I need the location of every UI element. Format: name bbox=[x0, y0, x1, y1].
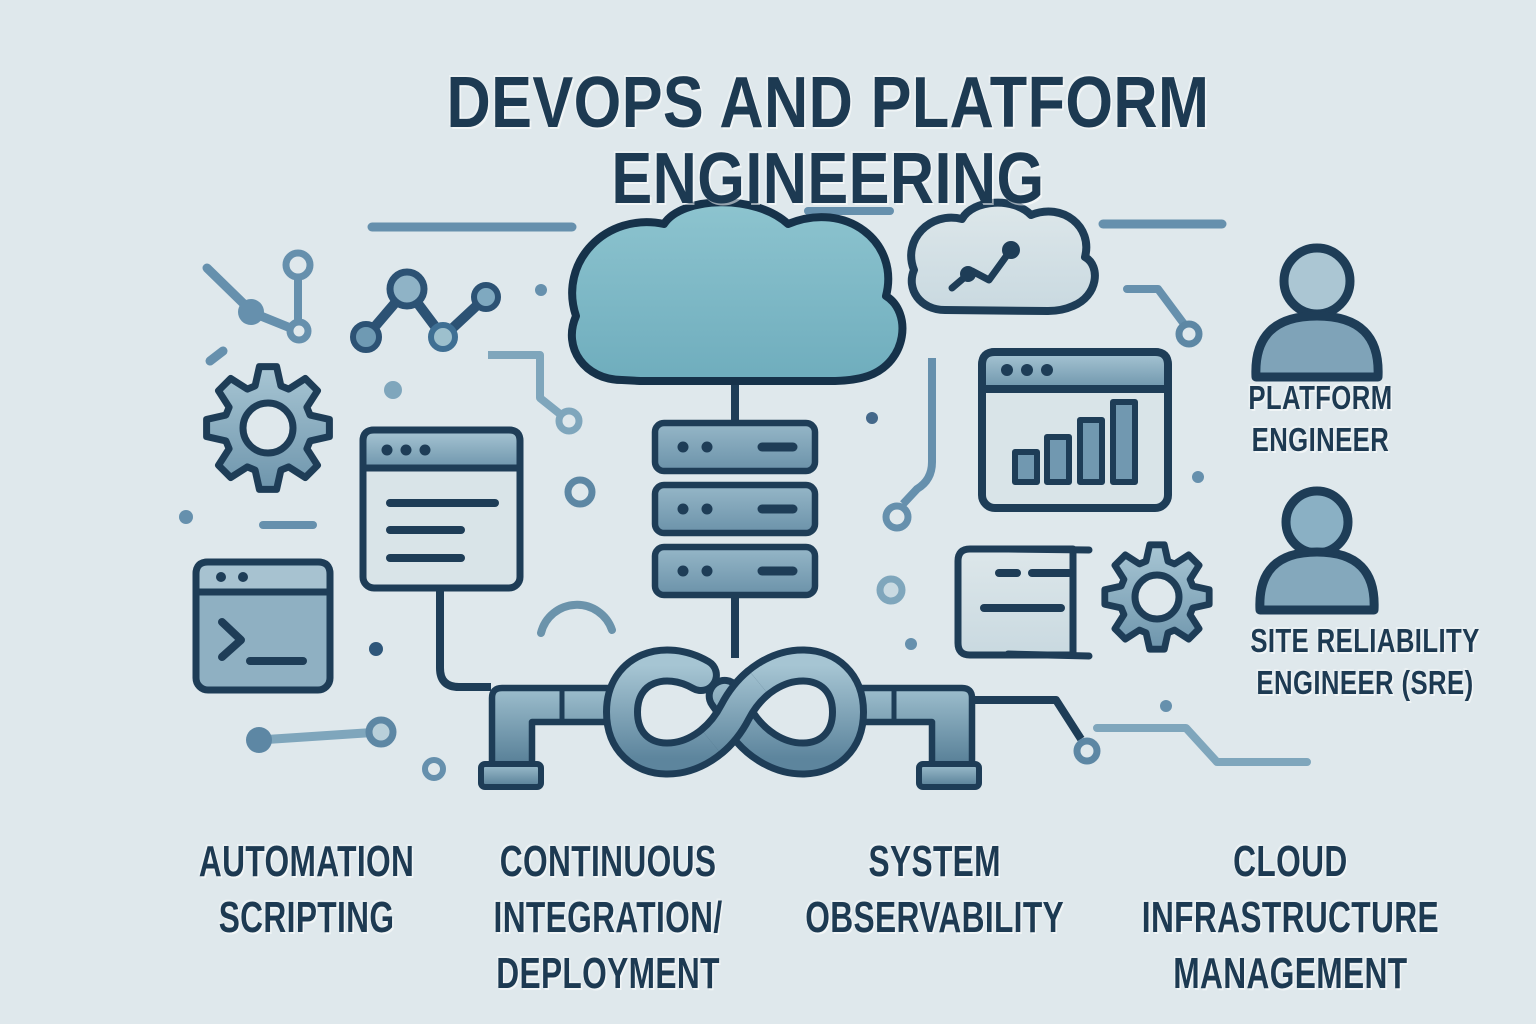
window-dot bbox=[400, 444, 412, 456]
circuit-trace bbox=[866, 358, 936, 650]
window-dot bbox=[1041, 364, 1053, 376]
ring-deco bbox=[564, 476, 596, 508]
arc-deco bbox=[537, 600, 616, 637]
page-title: DEVOPS AND PLATFORM ENGINEERING bbox=[446, 63, 1210, 219]
dash-deco bbox=[205, 346, 228, 366]
circuit-trace bbox=[488, 351, 583, 435]
category-label-automation-scripting: AUTOMATION SCRIPTING bbox=[199, 837, 415, 942]
trend-nodes-icon bbox=[350, 268, 501, 353]
cloud-icon bbox=[567, 198, 907, 385]
gear-icon bbox=[207, 367, 330, 490]
dot-deco bbox=[384, 381, 402, 399]
prompt-icon bbox=[218, 618, 307, 665]
person-platform-icon bbox=[1251, 243, 1383, 382]
node-connector-icon bbox=[246, 716, 397, 753]
analytics-window-icon bbox=[978, 348, 1172, 512]
window-dot bbox=[238, 572, 248, 582]
window-dot bbox=[419, 444, 431, 456]
pipe-icon bbox=[852, 684, 982, 790]
dot-deco bbox=[369, 642, 383, 656]
person-sre-icon bbox=[1255, 486, 1379, 615]
document-window-icon bbox=[359, 426, 524, 691]
circuit-trace bbox=[972, 696, 1311, 766]
window-dot bbox=[1001, 364, 1013, 376]
note-icon bbox=[954, 545, 1093, 660]
commit-graph-icon bbox=[202, 249, 314, 344]
role-label-platform-engineer: PLATFORM ENGINEER bbox=[1247, 379, 1393, 458]
circuit-trace bbox=[1123, 285, 1203, 348]
dot-deco bbox=[179, 510, 193, 524]
category-label-ci-cd: CONTINUOUS INTEGRATION/ DEPLOYMENT bbox=[493, 837, 723, 998]
category-label-cloud-infrastructure: CLOUD INFRASTRUCTURE MANAGEMENT bbox=[1141, 837, 1439, 998]
window-dot bbox=[216, 572, 226, 582]
devops-infinity-icon bbox=[602, 646, 868, 778]
ring-deco bbox=[422, 757, 446, 781]
pipe-icon bbox=[478, 684, 618, 790]
monitoring-cloud-icon bbox=[907, 198, 1099, 315]
window-dot bbox=[381, 444, 393, 456]
category-label-system-observability: SYSTEM OBSERVABILITY bbox=[805, 837, 1065, 942]
terminal-icon bbox=[192, 558, 334, 694]
gear-icon bbox=[1105, 545, 1209, 649]
dot-deco bbox=[1192, 471, 1204, 483]
role-label-sre: SITE RELIABILITY ENGINEER (SRE) bbox=[1250, 622, 1480, 701]
window-dot bbox=[1021, 364, 1033, 376]
bar-chart-icon bbox=[1012, 399, 1138, 485]
dot-deco bbox=[535, 284, 547, 296]
server-stack-icon bbox=[651, 419, 819, 658]
